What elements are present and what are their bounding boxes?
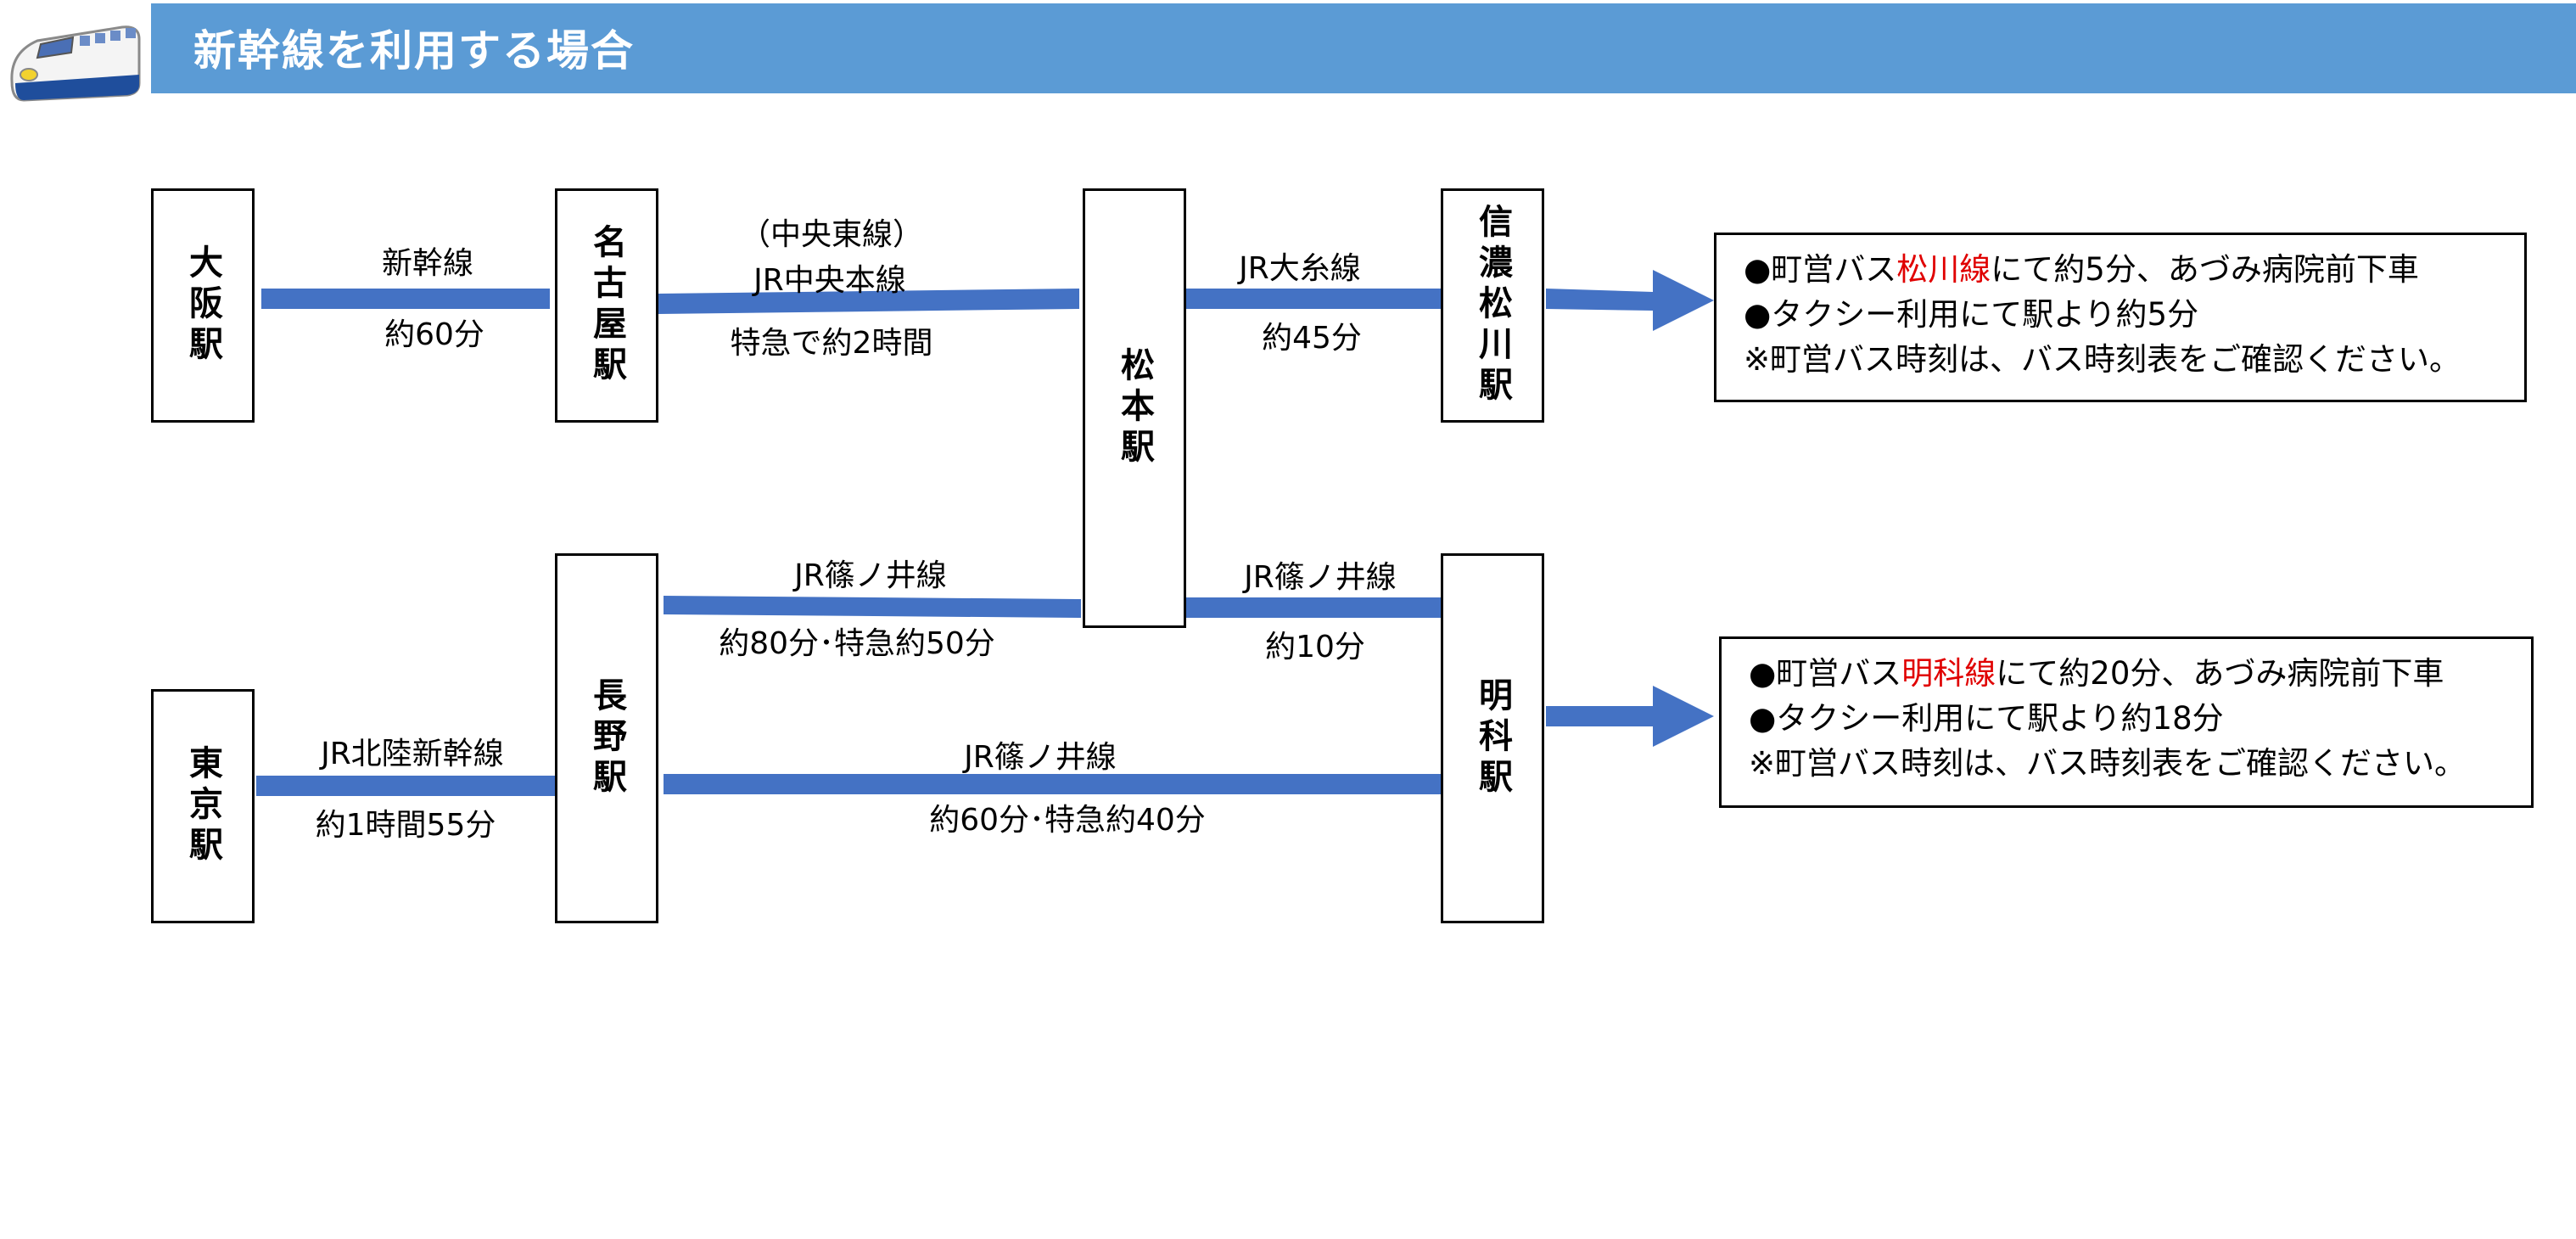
info-line: ●町営バス松川線にて約5分、あづみ病院前下車 <box>1744 251 2419 288</box>
route-label-time: 約45分 <box>1262 321 1362 356</box>
route-label-line: JR篠ノ井線 <box>964 740 1117 775</box>
route-line-osaka-nagoya <box>261 289 550 309</box>
shinkansen-train-icon <box>10 25 141 102</box>
info-box-matsukawa: ●町営バス松川線にて約5分、あづみ病院前下車 ●タクシー利用にて駅より約5分 ※… <box>1714 233 2527 402</box>
station-nagano: 長野駅 <box>555 553 658 923</box>
bus-line-name: 松川線 <box>1896 251 1991 288</box>
route-label-line: JR大糸線 <box>1239 251 1361 286</box>
route-line-tokyo-nagano <box>256 776 555 796</box>
route-line-nagano-matsumoto <box>664 596 1081 618</box>
bus-line-name: 明科線 <box>1901 655 1996 692</box>
route-label-line: JR篠ノ井線 <box>794 558 947 593</box>
page-title: 新幹線を利用する場合 <box>193 26 635 76</box>
route-label-time: 約80分･特急約50分 <box>719 626 995 661</box>
route-line-nagano-akashina <box>664 774 1441 794</box>
route-line-matsumoto-akashina <box>1186 597 1441 618</box>
station-nagoya: 名古屋駅 <box>555 188 658 423</box>
route-label-time: 約1時間55分 <box>315 808 496 843</box>
arrow-right-icon <box>1546 270 1714 331</box>
route-line-matsumoto-matsukawa <box>1184 289 1441 309</box>
route-label-line: JR北陸新幹線 <box>321 737 504 771</box>
station-shinano-matsukawa: 信濃松川駅 <box>1441 188 1544 423</box>
route-label-line-note: （中央東線） <box>739 217 924 252</box>
route-label-line: 新幹線 <box>381 246 474 281</box>
arrow-right-icon <box>1546 686 1714 747</box>
route-label-time: 約60分･特急約40分 <box>929 803 1206 838</box>
station-osaka: 大阪駅 <box>151 188 255 423</box>
route-label-time: 特急で約2時間 <box>730 326 933 361</box>
route-line-nagoya-matsumoto <box>658 289 1079 314</box>
info-line: ●タクシー利用にて駅より約5分 <box>1744 296 2199 333</box>
station-matsumoto: 松本駅 <box>1083 188 1186 628</box>
header-banner: 新幹線を利用する場合 <box>151 3 2576 93</box>
route-label-line: JR中央本線 <box>753 263 906 298</box>
route-label-line: JR篠ノ井線 <box>1244 560 1397 595</box>
info-box-akashina: ●町営バス明科線にて約20分、あづみ病院前下車 ●タクシー利用にて駅より約18分… <box>1719 636 2534 808</box>
info-line: ●町営バス明科線にて約20分、あづみ病院前下車 <box>1749 655 2444 692</box>
info-line: ※町営バス時刻は、バス時刻表をご確認ください。 <box>1749 745 2467 782</box>
info-line: ●タクシー利用にて駅より約18分 <box>1749 700 2224 737</box>
station-akashina: 明科駅 <box>1441 553 1544 923</box>
route-label-time: 約10分 <box>1265 630 1365 664</box>
info-line: ※町営バス時刻は、バス時刻表をご確認ください。 <box>1744 341 2461 378</box>
route-label-time: 約60分 <box>384 317 484 352</box>
station-tokyo: 東京駅 <box>151 689 255 923</box>
